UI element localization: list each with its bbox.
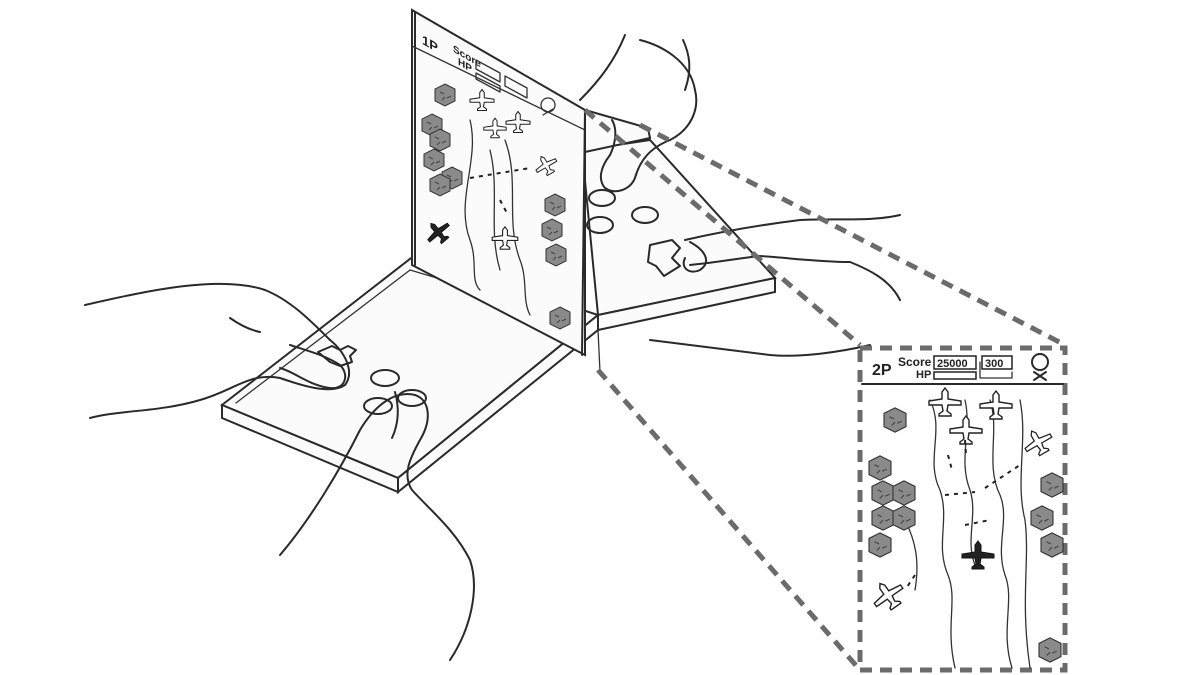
player2-bomb-value: 300 bbox=[985, 358, 1003, 370]
device-base-right bbox=[580, 138, 777, 373]
player2-score-value: 25000 bbox=[937, 358, 968, 370]
player1-hp-bar bbox=[475, 72, 501, 93]
action-button-b[interactable] bbox=[363, 397, 393, 415]
player1-bomb-box bbox=[504, 75, 528, 99]
bomb-icon bbox=[1031, 353, 1049, 381]
player2-hp-bar bbox=[933, 371, 977, 380]
player2-bomb-box bbox=[981, 355, 1013, 370]
player1-controls bbox=[317, 345, 427, 415]
p2-dpad[interactable] bbox=[647, 239, 681, 277]
player2-zoomed-screen: 2P Score HP 25000 300 bbox=[857, 345, 1068, 673]
callout-connector bbox=[583, 108, 1067, 672]
bomb-icon bbox=[540, 97, 556, 116]
player2-hp-label: HP bbox=[916, 369, 931, 381]
player2-screen bbox=[581, 108, 652, 356]
p2-action-button-b[interactable] bbox=[631, 206, 659, 224]
p2-action-button-c[interactable] bbox=[586, 216, 614, 234]
p2-action-button-a[interactable] bbox=[588, 189, 616, 207]
bullet-trails bbox=[904, 439, 1021, 591]
dpad[interactable] bbox=[317, 345, 357, 367]
player2-controls bbox=[586, 189, 681, 277]
action-button-a[interactable] bbox=[370, 369, 400, 387]
player2-label: 2P bbox=[872, 362, 892, 379]
action-button-c[interactable] bbox=[397, 389, 427, 407]
player1-score-box bbox=[475, 59, 501, 83]
player2-score-label: Score bbox=[898, 355, 932, 369]
player2-score-box bbox=[933, 355, 977, 370]
player1-screen: 1P Score HP bbox=[411, 8, 586, 357]
hand-illustration bbox=[84, 34, 901, 661]
